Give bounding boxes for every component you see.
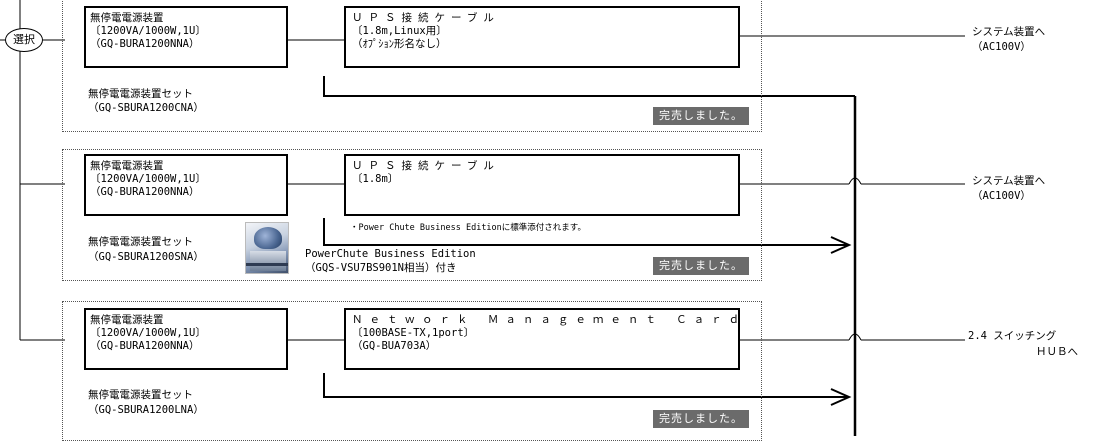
group2-arrowhead <box>830 236 852 254</box>
ups-set-model: （GQ-SBURA1200SNA） <box>88 251 204 263</box>
card-model: （GQ-BUA703A） <box>352 340 437 352</box>
ups-name: 無停電電源装置 <box>90 12 164 24</box>
ups-model: （GQ-BURA1200NNA） <box>90 340 200 352</box>
sold-out-badge: 完売しました。 <box>653 257 749 275</box>
target-label: システム装置へ <box>972 175 1046 187</box>
card-spec: 〔100BASE-TX,1port〕 <box>352 327 475 339</box>
sold-out-badge: 完売しました。 <box>653 410 749 428</box>
ups-spec: 〔1200VA/1000W,1U〕 <box>90 327 206 339</box>
target-label: システム装置へ <box>972 26 1046 38</box>
select-node: 選択 <box>5 28 43 52</box>
ups-box: 無停電電源装置 〔1200VA/1000W,1U〕 （GQ-BURA1200NN… <box>84 154 288 216</box>
group3-set-arrow-line <box>323 373 849 398</box>
software-name: PowerChute Business Edition <box>305 248 476 260</box>
target-label-2: ＨＵＢへ <box>1036 346 1078 358</box>
ups-set-name: 無停電電源装置セット <box>88 88 193 100</box>
software-package-image <box>245 222 289 274</box>
ups-set-model: （GQ-SBURA1200LNA） <box>88 404 204 416</box>
ups-spec: 〔1200VA/1000W,1U〕 <box>90 173 206 185</box>
group-2 <box>62 149 762 281</box>
ups-set-name: 無停電電源装置セット <box>88 236 193 248</box>
ups-model: （GQ-BURA1200NNA） <box>90 186 200 198</box>
ups-spec: 〔1200VA/1000W,1U〕 <box>90 25 206 37</box>
cable-spec: 〔1.8m〕 <box>352 173 399 185</box>
group-1 <box>62 0 762 132</box>
bundle-note: ・Power Chute Business Editionに標準添付されます。 <box>350 223 586 233</box>
cable-spec: 〔1.8m,Linux用〕 <box>352 25 447 37</box>
sold-out-badge: 完売しました。 <box>653 107 749 125</box>
group3-arrowhead <box>830 388 852 406</box>
card-name: Ｎｅｔｗｏｒｋ Ｍａｎａｇｅｍｅｎｔ Ｃａｒｄ <box>352 314 747 326</box>
cable-name: ＵＰＳ接続ケーブル <box>352 12 500 24</box>
ups-set-model: （GQ-SBURA1200CNA） <box>88 102 204 114</box>
target-power: （AC100V） <box>972 41 1031 53</box>
ups-name: 無停電電源装置 <box>90 160 164 172</box>
group1-set-line <box>323 76 855 97</box>
ups-box: 無停電電源装置 〔1200VA/1000W,1U〕 （GQ-BURA1200NN… <box>84 308 288 370</box>
cable-model: （ｵﾌﾟｼｮﾝ形名なし） <box>352 38 447 50</box>
cable-name: ＵＰＳ接続ケーブル <box>352 160 500 172</box>
ups-cable-box: ＵＰＳ接続ケーブル 〔1.8m〕 <box>344 154 740 216</box>
ups-box: 無停電電源装置 〔1200VA/1000W,1U〕 （GQ-BURA1200NN… <box>84 6 288 68</box>
target-power: （AC100V） <box>972 190 1031 202</box>
ups-set-name: 無停電電源装置セット <box>88 389 193 401</box>
ups-model: （GQ-BURA1200NNA） <box>90 38 200 50</box>
group2-set-arrow-line <box>323 218 849 246</box>
software-model: （GQS-VSU7BS901N相当）付き <box>305 262 457 274</box>
ups-cable-box: ＵＰＳ接続ケーブル 〔1.8m,Linux用〕 （ｵﾌﾟｼｮﾝ形名なし） <box>344 6 740 68</box>
network-card-box: Ｎｅｔｗｏｒｋ Ｍａｎａｇｅｍｅｎｔ Ｃａｒｄ 〔100BASE-TX,1por… <box>344 308 740 370</box>
target-label: 2.4 スイッチング <box>968 330 1057 342</box>
ups-name: 無停電電源装置 <box>90 314 164 326</box>
